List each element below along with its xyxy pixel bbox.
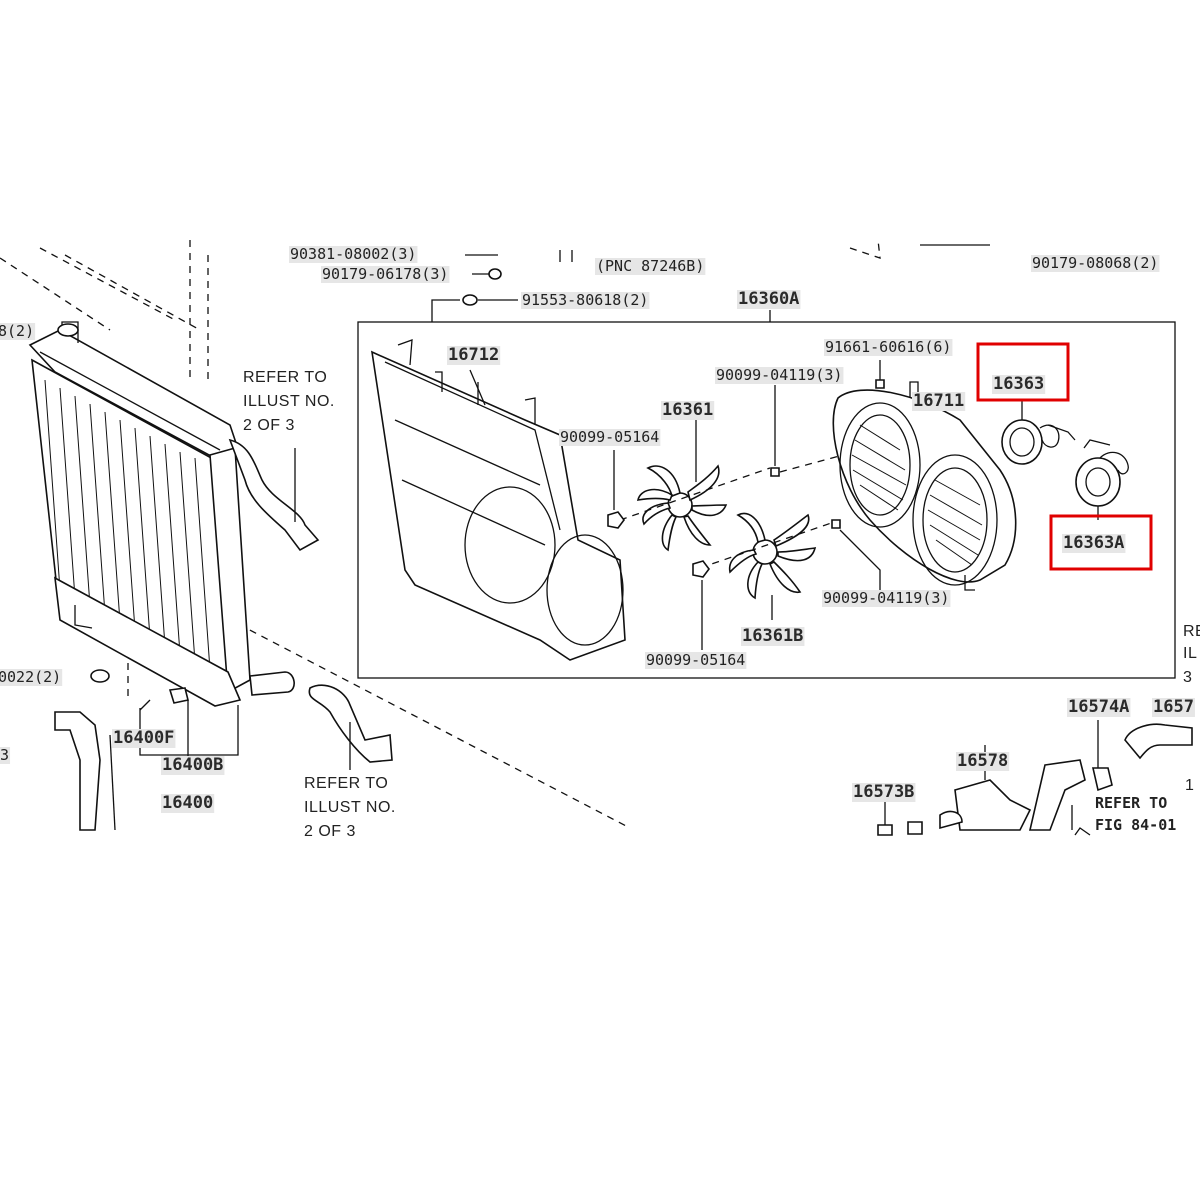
label-90381-08002: 90381-08002(3)	[290, 245, 416, 263]
page-bottom-blank	[0, 842, 1200, 1200]
label-background	[912, 392, 966, 411]
label-background	[1031, 255, 1160, 272]
label-16400: 16400	[162, 793, 213, 813]
label-16712: 16712	[448, 345, 499, 365]
label-background	[1062, 534, 1126, 553]
refer-lower-line3: 2 OF 3	[304, 823, 356, 840]
label-background	[822, 590, 951, 607]
refer-upper-line3: 2 OF 3	[243, 417, 295, 434]
label-background	[559, 429, 661, 446]
refer-upper-line1: REFER TO	[243, 369, 327, 386]
label-background	[661, 401, 715, 420]
label-background	[852, 783, 916, 802]
label-16361: 16361	[662, 400, 713, 420]
label-background	[0, 323, 36, 340]
fan-motor-16363	[1001, 400, 1076, 465]
label-16573B: 16573B	[853, 782, 914, 802]
nut-upper	[607, 511, 625, 529]
label-background	[161, 756, 225, 775]
label-pnc: (PNC 87246B)	[596, 257, 704, 275]
label-background	[1067, 698, 1131, 717]
label-background	[0, 747, 11, 764]
label-16363A: 16363A	[1063, 533, 1124, 553]
label-90099-05164-lower: 90099-05164	[646, 651, 745, 669]
label-background	[321, 266, 450, 283]
label-16578: 16578	[957, 751, 1008, 771]
label-16574A: 16574A	[1068, 697, 1129, 717]
label-background	[956, 752, 1010, 771]
label-90099-05164-upper: 90099-05164	[560, 428, 659, 446]
fan-shroud-16712	[370, 339, 626, 661]
label-91661-60616: 91661-60616(6)	[825, 338, 951, 356]
highlight-16363	[976, 342, 1070, 402]
label-background	[824, 339, 953, 356]
label-16400F: 16400F	[113, 728, 174, 748]
refer-fig-line2: FIG 84-01	[1095, 816, 1176, 834]
label-90099-04119-top: 90099-04119(3)	[716, 366, 842, 384]
nut-lower	[692, 560, 710, 578]
fan-motor-16363A	[1075, 439, 1129, 520]
label-background	[521, 292, 650, 309]
lower-hoses	[877, 720, 1193, 836]
label-16361B: 16361B	[742, 626, 803, 646]
label-right-edge-4: 1	[1185, 777, 1194, 794]
label-91553-80618: 91553-80618(2)	[522, 291, 648, 309]
label-1657-partial: 1657	[1153, 697, 1194, 717]
label-90179-08068: 90179-08068(2)	[1032, 254, 1158, 272]
fan-blade-16361B	[699, 512, 841, 620]
label-layer: 90381-08002(3) 90179-06178(3) (PNC 87246…	[0, 245, 1200, 840]
label-background	[715, 367, 844, 384]
refer-lower-line1: REFER TO	[304, 775, 388, 792]
assembly-box	[357, 321, 1176, 679]
label-background	[645, 652, 747, 669]
label-left-edge-1: 8(2)	[0, 322, 34, 340]
label-16400B: 16400B	[162, 755, 223, 775]
label-background	[741, 627, 805, 646]
refer-lower-line2: ILLUST NO.	[304, 799, 396, 816]
label-16363: 16363	[993, 374, 1044, 394]
label-background	[737, 290, 801, 309]
fan-shroud-16711	[832, 381, 1017, 591]
label-background	[0, 669, 63, 686]
label-background	[447, 346, 501, 365]
refer-upper-line2: ILLUST NO.	[243, 393, 335, 410]
label-background	[289, 246, 418, 263]
label-right-edge-1: RE	[1183, 623, 1200, 640]
label-left-edge-3: 3	[0, 746, 9, 764]
label-background	[595, 258, 706, 275]
label-90179-06178: 90179-06178(3)	[322, 265, 448, 283]
fan-blade-16361	[619, 418, 771, 552]
radiator-fins	[44, 379, 211, 671]
highlight-16363A	[1049, 514, 1153, 571]
label-background	[992, 375, 1046, 394]
label-16711: 16711	[913, 391, 964, 411]
label-right-edge-3: 3	[1183, 669, 1192, 686]
label-left-edge-2: 0022(2)	[0, 668, 61, 686]
label-background	[112, 729, 176, 748]
label-90099-04119-bottom: 90099-04119(3)	[823, 589, 949, 607]
label-background	[161, 794, 215, 813]
radiator-illustration	[0, 240, 631, 831]
refer-fig-line1: REFER TO	[1095, 794, 1167, 812]
label-right-edge-2: IL	[1183, 645, 1197, 662]
label-16360A: 16360A	[738, 289, 799, 309]
label-background	[1152, 698, 1195, 717]
